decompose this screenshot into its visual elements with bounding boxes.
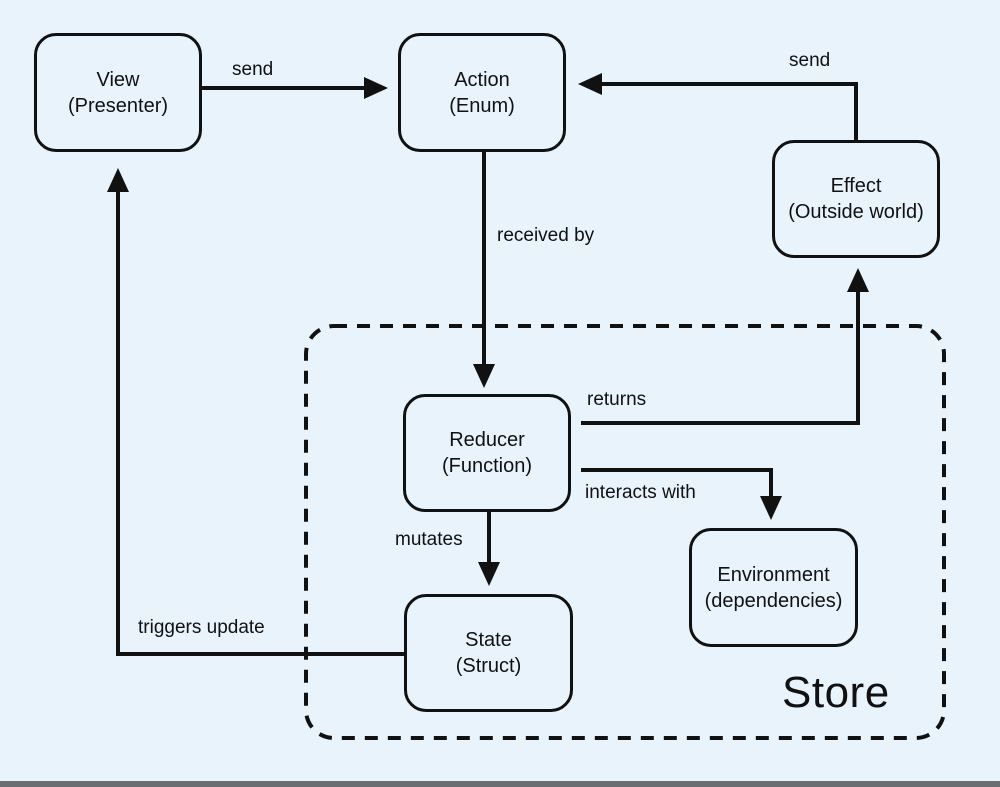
label-effect-to-action: send (789, 50, 831, 71)
effect-subtitle: (Outside world) (788, 201, 924, 223)
edge-reducer-to-effect (581, 268, 869, 425)
store-container (304, 324, 946, 740)
view-title: View (96, 68, 140, 91)
edge-action-to-reducer (473, 151, 495, 388)
environment-subtitle: (dependencies) (704, 589, 843, 612)
effect-title: Effect (830, 175, 882, 197)
environment-title: Environment (717, 563, 830, 586)
state-title: State (465, 629, 512, 651)
reducer-subtitle: (Function) (441, 455, 533, 477)
label-state-to-view: triggers update (138, 617, 265, 638)
state-subtitle: (Struct) (455, 655, 522, 677)
edge-reducer-to-environment (581, 468, 782, 520)
state-node: State (Struct) (404, 594, 573, 712)
edge-view-to-action (201, 77, 388, 99)
label-reducer-to-effect: returns (587, 389, 647, 410)
action-node: Action (Enum) (398, 33, 566, 152)
edge-state-to-view (107, 168, 404, 656)
action-subtitle: (Enum) (449, 94, 515, 117)
reducer-node: Reducer (Function) (403, 394, 571, 512)
label-reducer-to-state: mutates (395, 529, 463, 550)
view-subtitle: (Presenter) (67, 94, 169, 117)
label-reducer-to-environment: interacts with (585, 482, 696, 503)
view-node: View (Presenter) (34, 33, 202, 152)
edge-reducer-to-state (478, 512, 500, 586)
environment-node: Environment (dependencies) (689, 528, 858, 647)
action-title: Action (454, 68, 510, 91)
effect-node: Effect (Outside world) (772, 140, 940, 258)
reducer-title: Reducer (449, 429, 525, 451)
edge-effect-to-action (578, 73, 858, 140)
bottom-edge-bar (0, 781, 1000, 787)
store-label: Store (782, 668, 890, 717)
label-view-to-action: send (232, 59, 274, 80)
label-action-to-reducer: received by (497, 225, 595, 246)
